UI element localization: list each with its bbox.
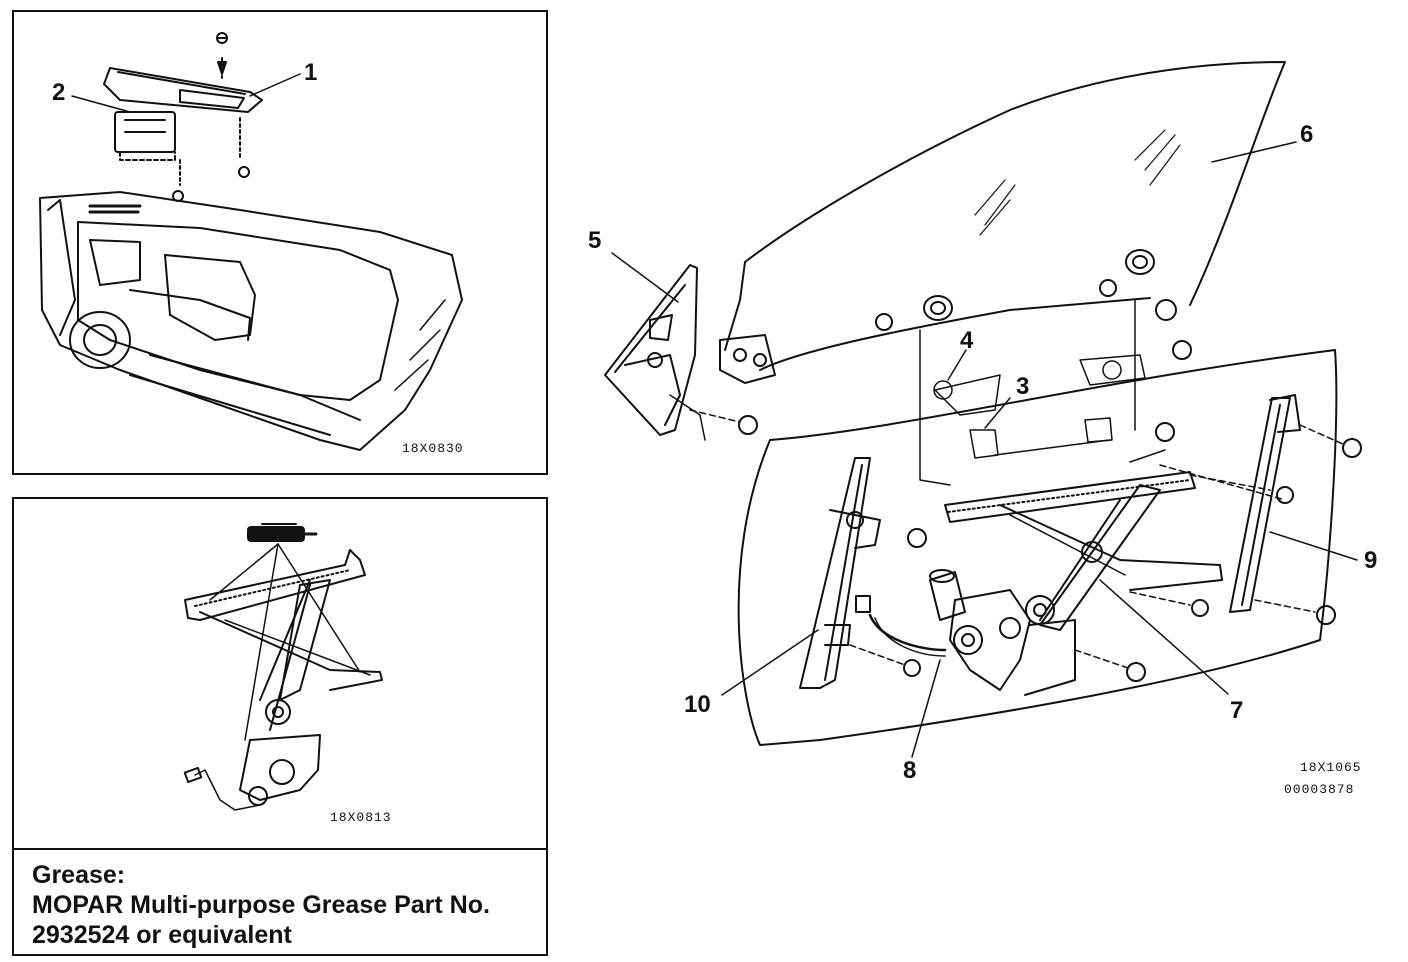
window-regulator [944,471,1223,631]
callout-3: 3 [1016,373,1029,400]
callout-9: 9 [1364,547,1377,574]
glass-guide-brackets [919,299,1166,486]
front-guide-rail [799,457,927,689]
grease-note: Grease: MOPAR Multi-purpose Grease Part … [12,848,548,956]
callout-leader-lines [611,141,1358,758]
grease-leader-lines [209,543,361,741]
door-inner-panel [737,349,1338,746]
callout-8: 8 [903,757,916,784]
grease-tube-icon [247,523,318,542]
figure-code-main: 18X1065 [1300,760,1362,775]
switch-bezel-drawing [103,67,263,161]
grease-line-1: MOPAR Multi-purpose Grease Part No. [32,891,490,919]
callout-1: 1 [304,59,317,86]
leader-lines-top-left [71,73,301,113]
grease-line-2: 2932524 or equivalent [32,921,292,949]
regulator-drawing-left [183,549,383,811]
callout-2: 2 [52,79,65,106]
delta-mirror-bracket [604,264,758,441]
callout-5: 5 [588,227,601,254]
callout-6: 6 [1300,121,1313,148]
callout-4: 4 [960,327,974,354]
door-trim-drawing [39,191,463,451]
grease-heading: Grease: [32,861,126,889]
screw-icons-top [172,32,250,202]
rear-guide-rail [1159,394,1362,625]
regulator-grease-figure [12,497,548,850]
glass-clip-fasteners [875,249,1192,442]
figure-code-bottom-left: 18X0813 [330,810,392,825]
figure-id-main: 00003878 [1284,782,1354,797]
figure-code-top-left: 18X0830 [402,441,464,456]
door-trim-panel-figure [12,10,548,475]
callout-10: 10 [684,691,711,718]
window-motor [855,569,1146,696]
callout-7: 7 [1230,697,1243,724]
door-glass [719,61,1286,384]
